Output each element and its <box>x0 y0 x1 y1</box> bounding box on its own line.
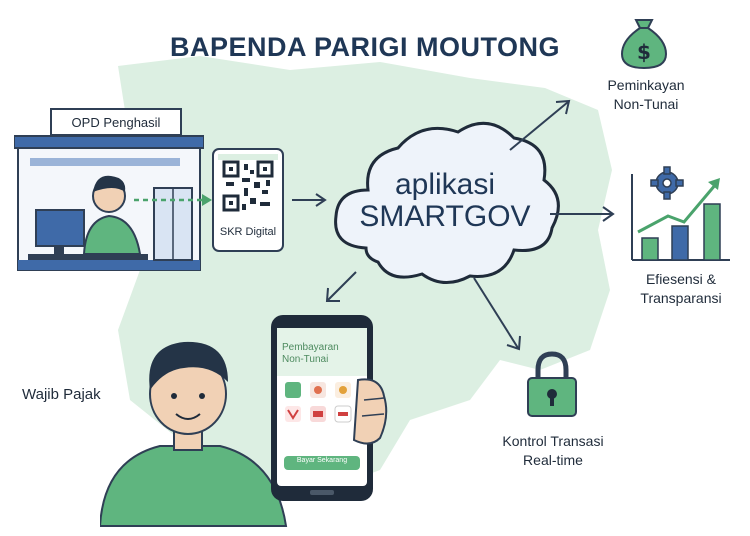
phone-header-line2: Non-Tunai <box>282 354 329 365</box>
outcome-loan-line1: Peminkayan <box>607 77 685 93</box>
page-title: BAPENDA PARIGI MOUTONG <box>170 32 561 62</box>
money-bag-icon: $ <box>620 19 668 70</box>
outcome-control-line1: Kontrol Transasi <box>502 433 604 449</box>
bar-chart-icon <box>631 174 730 261</box>
gear-icon <box>650 166 684 200</box>
outcome-control-line2: Real-time <box>523 452 583 468</box>
outcome-loan: Peminkayan Non-Tunai <box>598 76 694 114</box>
phone-device <box>271 315 373 501</box>
smartgov-cloud <box>334 121 560 284</box>
svg-text:$: $ <box>637 40 651 64</box>
phone-header-line1: Pembayaran <box>282 342 339 353</box>
outcome-efficiency: Efiesensi & Transparansi <box>626 270 736 308</box>
outcome-control: Kontrol Transasi Real-time <box>482 432 624 470</box>
cloud-line2: SMARTGOV <box>359 200 531 233</box>
padlock-icon <box>527 351 577 417</box>
arrow-skr-to-cloud <box>292 193 327 207</box>
arrow-opd-to-skr <box>134 194 212 206</box>
outcome-efficiency-line1: Efiesensi & <box>645 271 717 287</box>
phone-pay-button[interactable]: Bayar Sekarang <box>296 457 348 464</box>
outcome-loan-line2: Non-Tunai <box>613 96 679 112</box>
taxpayer-label: Wajib Pajak <box>22 386 101 403</box>
taxpayer-hand <box>352 378 388 445</box>
opd-building <box>14 135 204 271</box>
skr-label: SKR Digital <box>219 226 277 238</box>
opd-label: OPD Penghasil <box>50 108 182 136</box>
cloud-line1: aplikasi <box>394 168 496 201</box>
taxpayer-figure <box>100 341 288 527</box>
qr-code-icon <box>222 160 274 212</box>
outcome-efficiency-line2: Transparansi <box>640 290 722 306</box>
